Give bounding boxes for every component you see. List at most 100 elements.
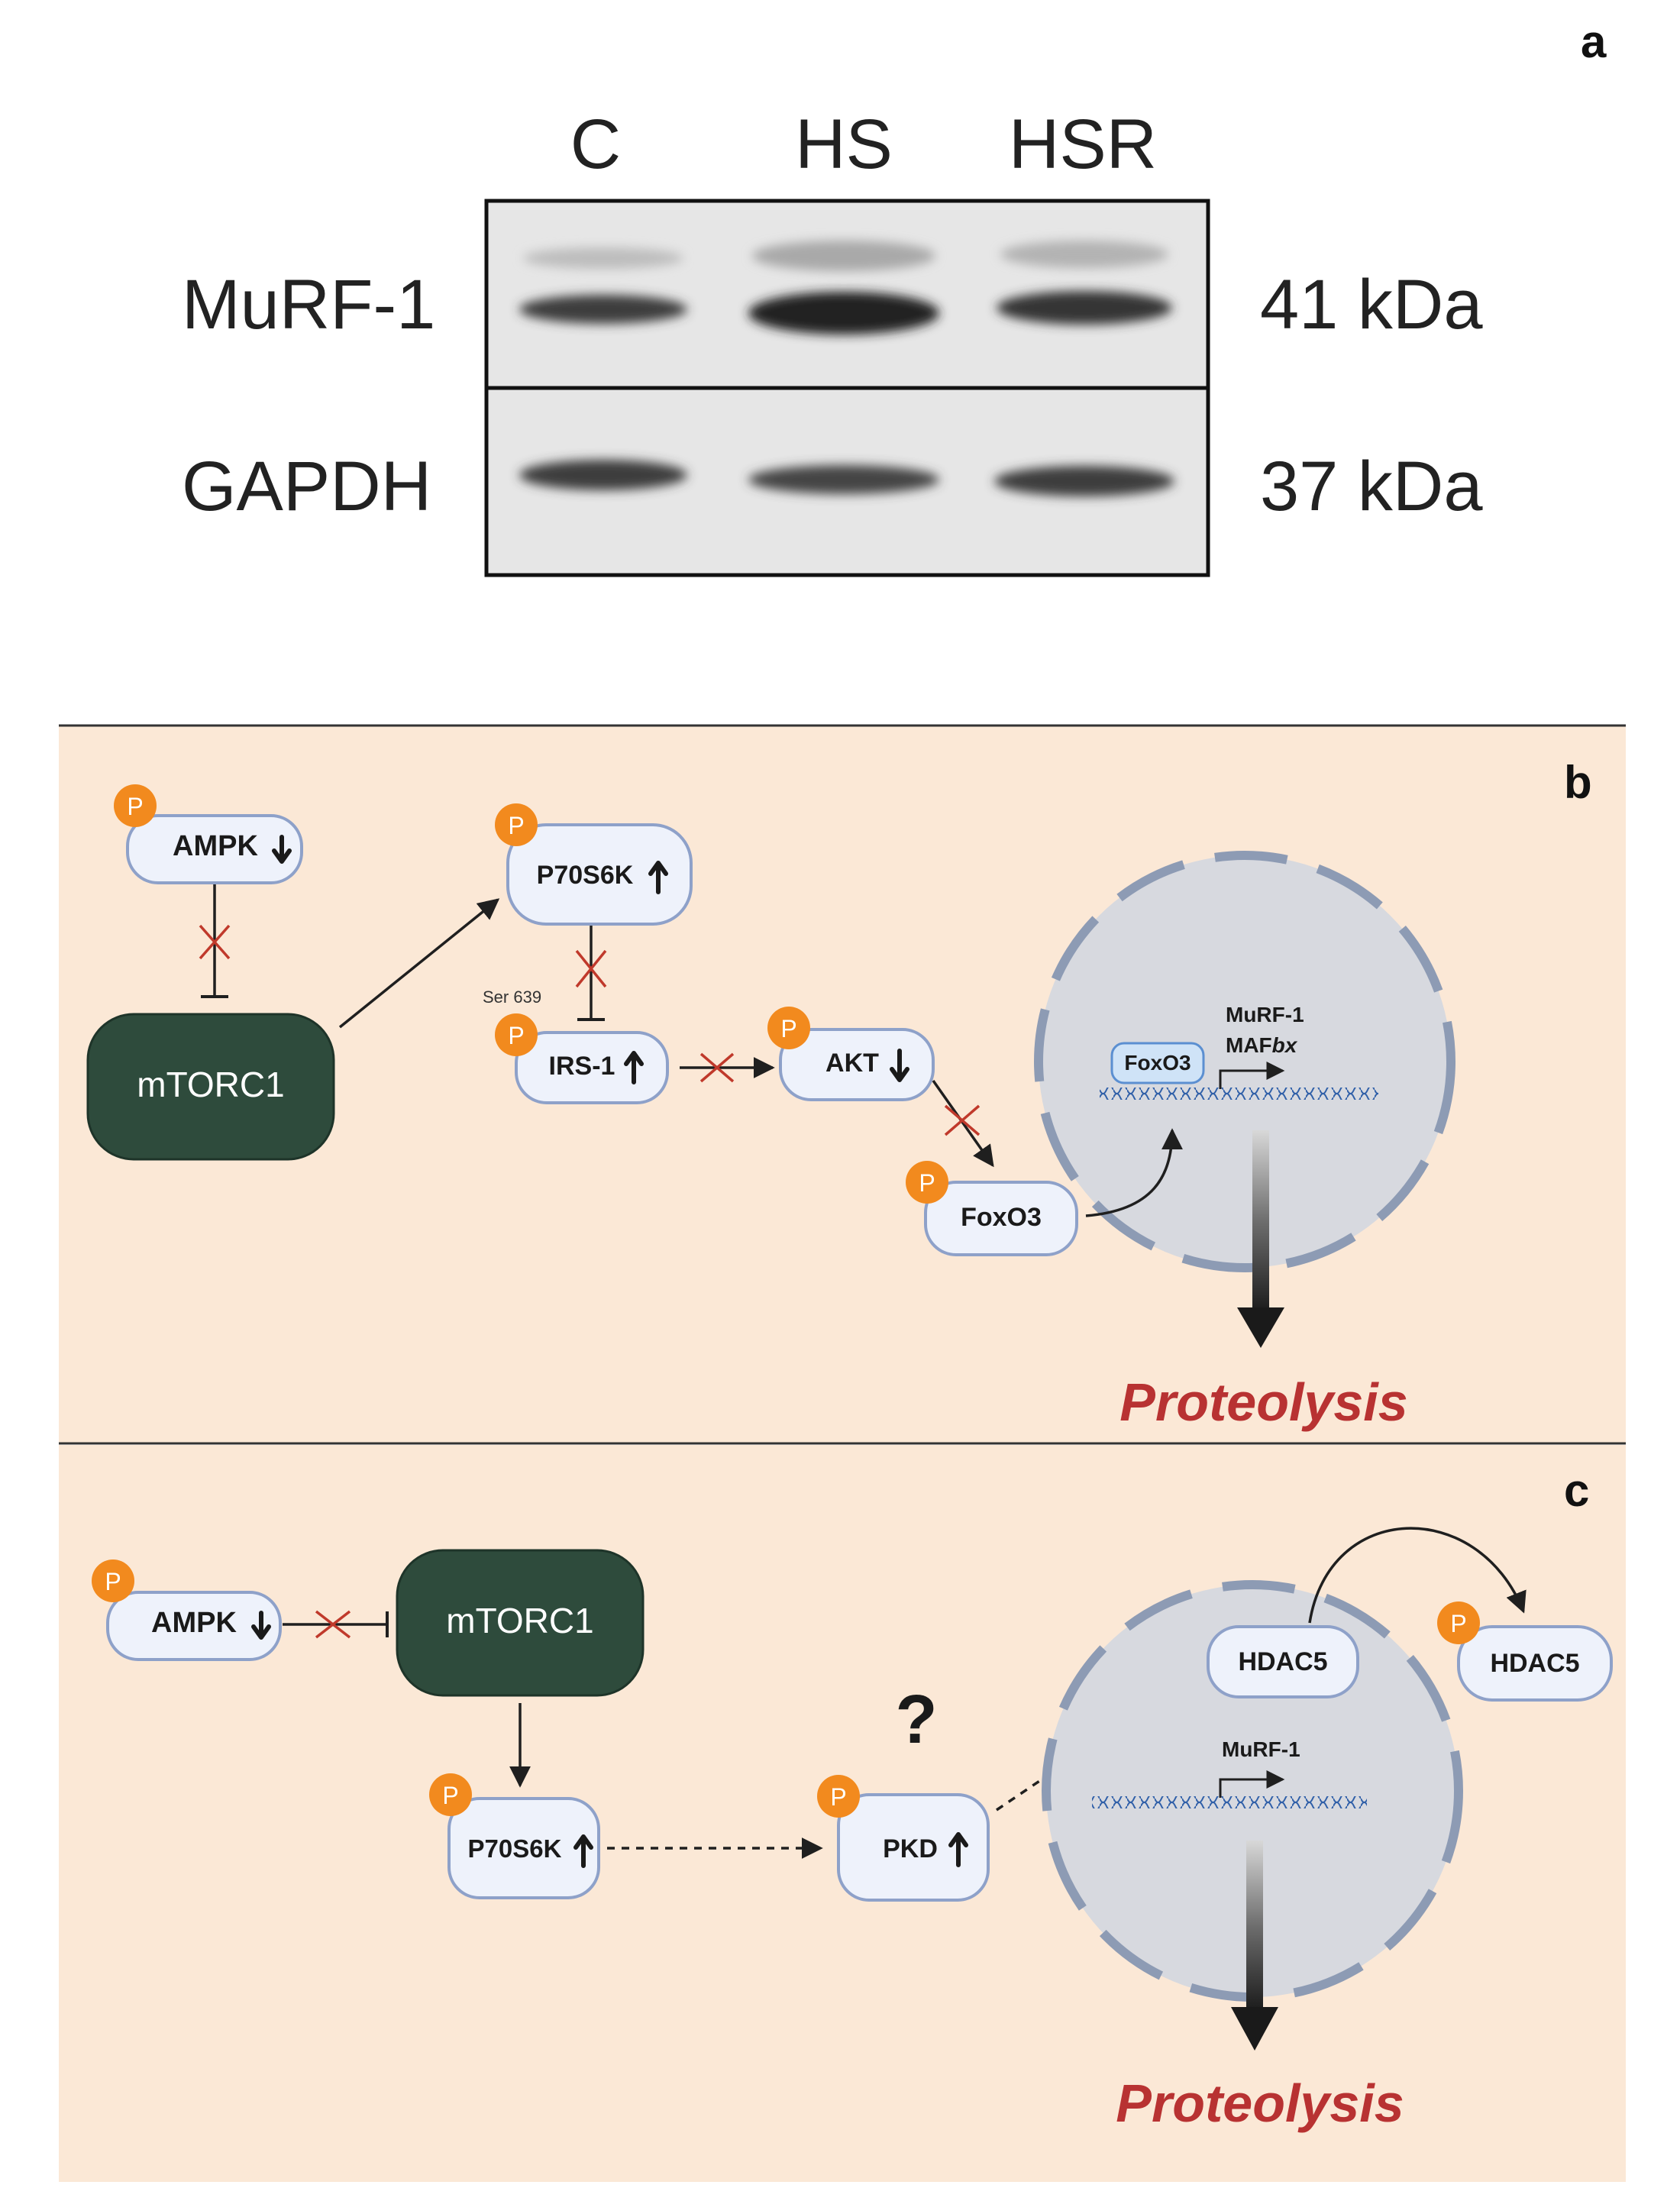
phospho-icon: P xyxy=(114,784,157,827)
phospho-icon: P xyxy=(495,803,538,846)
hdac5-cyto-node: HDAC5 P xyxy=(1437,1601,1613,1702)
blocked-x-icon xyxy=(199,924,231,960)
svg-text:P: P xyxy=(508,1022,524,1049)
gene-label-murf1: MuRF-1 xyxy=(1226,1003,1304,1026)
foxo3-node: FoxO3 P xyxy=(906,1161,1078,1256)
transcription-start-arrow xyxy=(1219,1770,1285,1798)
ampk-node: AMPK P xyxy=(92,1559,282,1661)
faint-band-hsr xyxy=(1000,241,1168,268)
foxo3-nuclear-node: FoxO3 xyxy=(1110,1042,1205,1084)
ampk-label: AMPK xyxy=(173,830,258,862)
transcription-start-arrow xyxy=(1219,1062,1285,1089)
blot-murf1 xyxy=(484,199,1210,390)
panel-a: a C HS HSR MuRF-1 GAPDH 41 kDa 37 kDa xyxy=(182,16,1607,577)
blocked-x-icon xyxy=(575,949,607,988)
p70s6k-label: P70S6K xyxy=(468,1834,562,1863)
gene-label-mafbx: MAFbx xyxy=(1226,1033,1298,1057)
svg-text:P: P xyxy=(780,1015,796,1042)
lane-label-c: C xyxy=(570,105,621,183)
arrow-foxo3-nucleus xyxy=(1085,1128,1183,1217)
ampk-node: AMPK P xyxy=(114,784,303,884)
blot-gapdh xyxy=(484,386,1210,577)
panel-b: b AMPK P mTORC1 P70S6K xyxy=(59,724,1626,1445)
down-arrow-icon xyxy=(890,1049,909,1082)
down-arrow-icon xyxy=(251,1611,271,1640)
phospho-icon: P xyxy=(92,1559,134,1602)
svg-text:P: P xyxy=(127,793,143,820)
phospho-icon: P xyxy=(1437,1601,1480,1644)
band-murf1-hs xyxy=(748,292,939,335)
hdac5-nuclear-node: HDAC5 xyxy=(1207,1625,1359,1698)
p70s6k-label: P70S6K xyxy=(537,861,634,890)
band-murf1-c xyxy=(519,295,687,324)
mtorc1-label: mTORC1 xyxy=(446,1601,593,1640)
proteolysis-label: Proteolysis xyxy=(1116,2073,1404,2133)
p70s6k-node: P70S6K P xyxy=(495,803,693,926)
faint-band-hs xyxy=(752,241,935,271)
panel-a-label: a xyxy=(1581,16,1607,67)
pkd-label: PKD xyxy=(883,1834,938,1863)
lane-label-hs: HS xyxy=(795,105,893,183)
p70s6k-node: P70S6K P xyxy=(429,1773,600,1899)
mtorc1-node: mTORC1 xyxy=(86,1013,335,1161)
gene-label-murf1: MuRF-1 xyxy=(1222,1737,1300,1761)
nucleus-c: MuRF-1 HDAC5 xyxy=(1042,1580,1463,2002)
akt-label: AKT xyxy=(825,1049,879,1078)
foxo3-label: FoxO3 xyxy=(961,1203,1042,1232)
band-murf1-hsr xyxy=(997,291,1172,325)
svg-text:P: P xyxy=(1450,1610,1466,1637)
irs1-label: IRS-1 xyxy=(549,1052,615,1081)
phospho-icon: P xyxy=(906,1161,948,1204)
band-gapdh-c xyxy=(519,460,687,490)
proteolysis-arrow xyxy=(1237,1130,1284,1348)
ampk-label: AMPK xyxy=(151,1607,237,1639)
hdac5-cyto-label: HDAC5 xyxy=(1490,1649,1579,1678)
mass-label-murf1: 41 kDa xyxy=(1260,266,1483,344)
mass-label-gapdh: 37 kDa xyxy=(1260,448,1483,525)
protein-label-murf1: MuRF-1 xyxy=(182,266,435,344)
blocked-x-icon xyxy=(699,1052,735,1083)
arrow-akt-foxo3 xyxy=(932,1079,994,1168)
proteolysis-label: Proteolysis xyxy=(1119,1372,1407,1432)
faint-band-c xyxy=(523,247,683,269)
akt-node: AKT P xyxy=(767,1007,935,1101)
svg-text:P: P xyxy=(508,812,524,839)
mtorc1-label: mTORC1 xyxy=(137,1065,284,1104)
svg-text:P: P xyxy=(442,1782,458,1809)
phospho-icon: P xyxy=(767,1007,810,1049)
dna-strand xyxy=(1100,1088,1378,1100)
up-arrow-icon xyxy=(648,861,668,894)
up-arrow-icon xyxy=(624,1051,644,1084)
dna-strand xyxy=(1092,1796,1367,1808)
site-label: Ser 639 xyxy=(483,987,541,1007)
question-mark: ? xyxy=(896,1682,938,1758)
irs1-node: IRS-1 P xyxy=(495,1013,669,1104)
proteolysis-arrow xyxy=(1231,1841,1278,2051)
blocked-x-icon xyxy=(944,1104,981,1136)
band-gapdh-hs xyxy=(748,465,939,494)
phospho-icon: P xyxy=(495,1013,538,1056)
foxo3-nuclear-label: FoxO3 xyxy=(1124,1051,1191,1075)
nucleus-b: FoxO3 MuRF-1 MAFbx xyxy=(1034,851,1455,1272)
panel-b-label: b xyxy=(1564,757,1592,808)
down-arrow-icon xyxy=(272,835,292,864)
panel-c-label: c xyxy=(1564,1465,1589,1516)
panel-c: c AMPK P mTORC1 P70S6K xyxy=(59,1445,1626,2182)
phospho-icon: P xyxy=(817,1775,860,1818)
pkd-node: PKD P xyxy=(817,1775,990,1902)
hdac5-nuclear-label: HDAC5 xyxy=(1238,1647,1327,1676)
phospho-icon: P xyxy=(429,1773,472,1816)
lane-label-hsr: HSR xyxy=(1009,105,1157,183)
band-gapdh-hsr xyxy=(994,466,1174,496)
svg-text:P: P xyxy=(105,1568,121,1595)
up-arrow-icon xyxy=(948,1832,968,1867)
up-arrow-icon xyxy=(573,1834,593,1868)
arrow-hdac5-export xyxy=(1308,1527,1527,1624)
arrow-mtorc1-p70s6k xyxy=(338,898,500,1029)
blocked-x-icon xyxy=(315,1610,351,1639)
svg-text:P: P xyxy=(830,1783,846,1811)
mtorc1-node: mTORC1 xyxy=(396,1549,645,1697)
protein-label-gapdh: GAPDH xyxy=(182,448,431,525)
svg-text:P: P xyxy=(919,1169,935,1197)
